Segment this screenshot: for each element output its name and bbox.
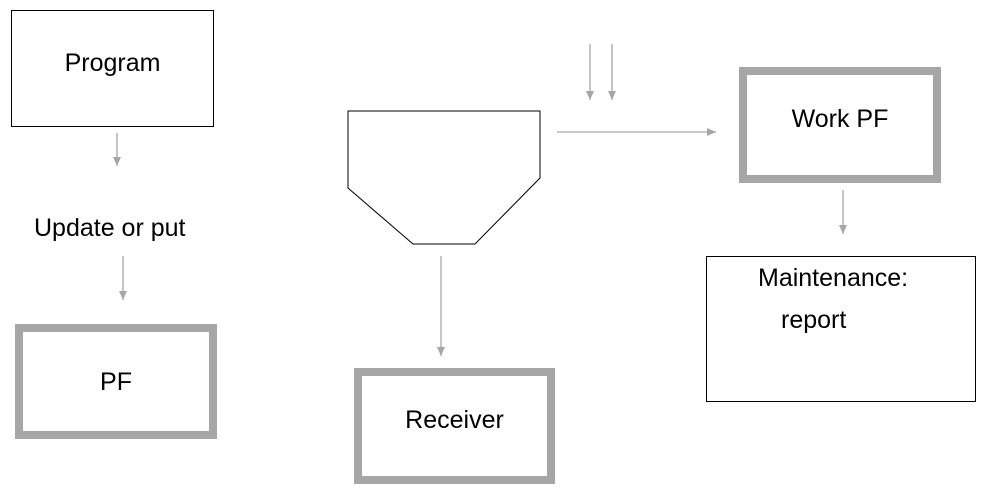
program-box: Program [11,10,214,127]
maintenance-report-box: Maintenance: report [706,256,976,402]
maintenance-label: Maintenance: [758,264,909,292]
receiver-label: Receiver [405,405,504,434]
pf-box: PF [15,324,217,439]
receiver-box: Receiver [354,368,555,484]
input-hopper-shape [347,110,541,245]
program-label: Program [64,48,161,77]
pf-label: PF [100,367,132,396]
report-label: report [781,306,847,334]
work-pf-label: Work PF [791,104,889,133]
update-or-put-label: Update or put [34,214,186,242]
work-pf-box: Work PF [739,67,941,183]
